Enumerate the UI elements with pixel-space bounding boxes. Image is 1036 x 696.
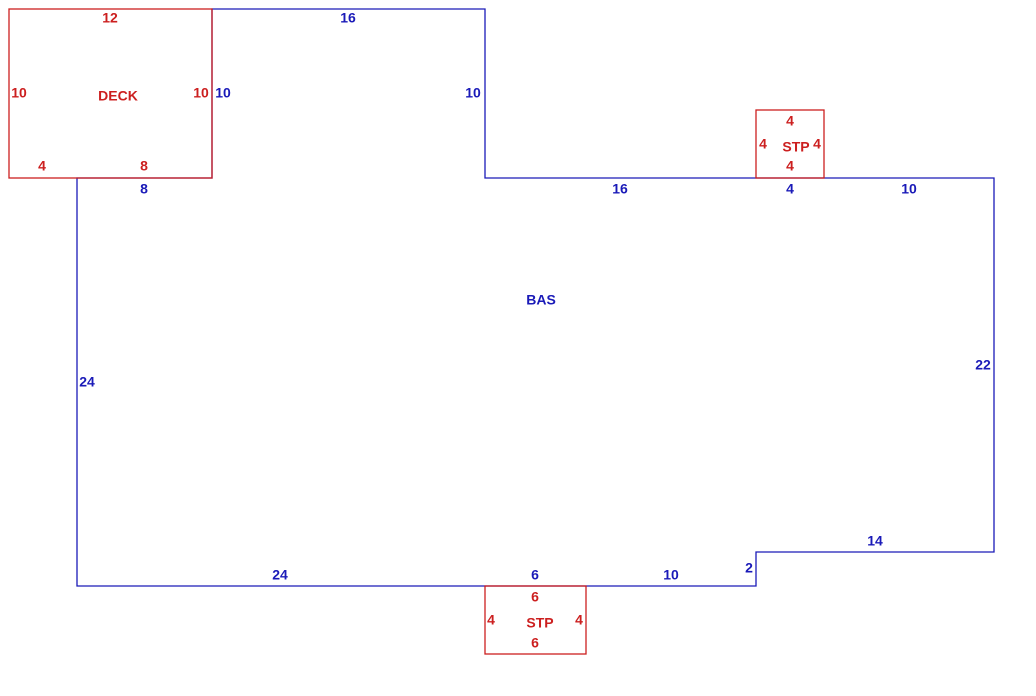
- deck-dim-bottom-right: 8: [140, 158, 148, 174]
- deck-dim-bottom-left: 4: [38, 158, 46, 174]
- bas-dim-deck-side: 10: [215, 85, 231, 101]
- bas-dim-bottom-right: 10: [663, 567, 679, 583]
- bas-dim-step-vertical: 2: [745, 560, 753, 576]
- stp-bottom-label: STP: [526, 615, 553, 631]
- stp-bottom-dim-left: 4: [487, 612, 495, 628]
- bas-dim-under-deck: 8: [140, 181, 148, 197]
- deck-label: DECK: [98, 88, 138, 104]
- deck-dim-left: 10: [11, 85, 27, 101]
- stp-top-label: STP: [782, 139, 809, 155]
- bas-dim-right: 22: [975, 357, 991, 373]
- bas-label: BAS: [526, 292, 556, 308]
- bas-dim-inner-vertical: 10: [465, 85, 481, 101]
- stp-bottom-outline: [484, 585, 587, 655]
- bas-dim-top-right: 16: [612, 181, 628, 197]
- bas-dim-under-stp: 4: [786, 181, 794, 197]
- stp-bottom-dim-top: 6: [531, 589, 539, 605]
- stp-top-dim-left: 4: [759, 136, 767, 152]
- stp-bottom-dim-bottom: 6: [531, 635, 539, 651]
- stp-top-dim-bottom: 4: [786, 158, 794, 174]
- stp-top-dim-top: 4: [786, 113, 794, 129]
- bas-dim-bottom-middle: 6: [531, 567, 539, 583]
- bas-dim-step-horizontal: 14: [867, 533, 883, 549]
- deck-dim-right: 10: [193, 85, 209, 101]
- stp-bottom-dim-right: 4: [575, 612, 583, 628]
- bas-dim-top-left: 16: [340, 10, 356, 26]
- bas-dim-bottom-left: 24: [272, 567, 288, 583]
- bas-dim-top-far-right: 10: [901, 181, 917, 197]
- deck-dim-top: 12: [102, 10, 118, 26]
- stp-top-dim-right: 4: [813, 136, 821, 152]
- bas-dim-left: 24: [79, 374, 95, 390]
- stp-top-outline: [755, 109, 825, 179]
- deck-outline: [8, 8, 213, 179]
